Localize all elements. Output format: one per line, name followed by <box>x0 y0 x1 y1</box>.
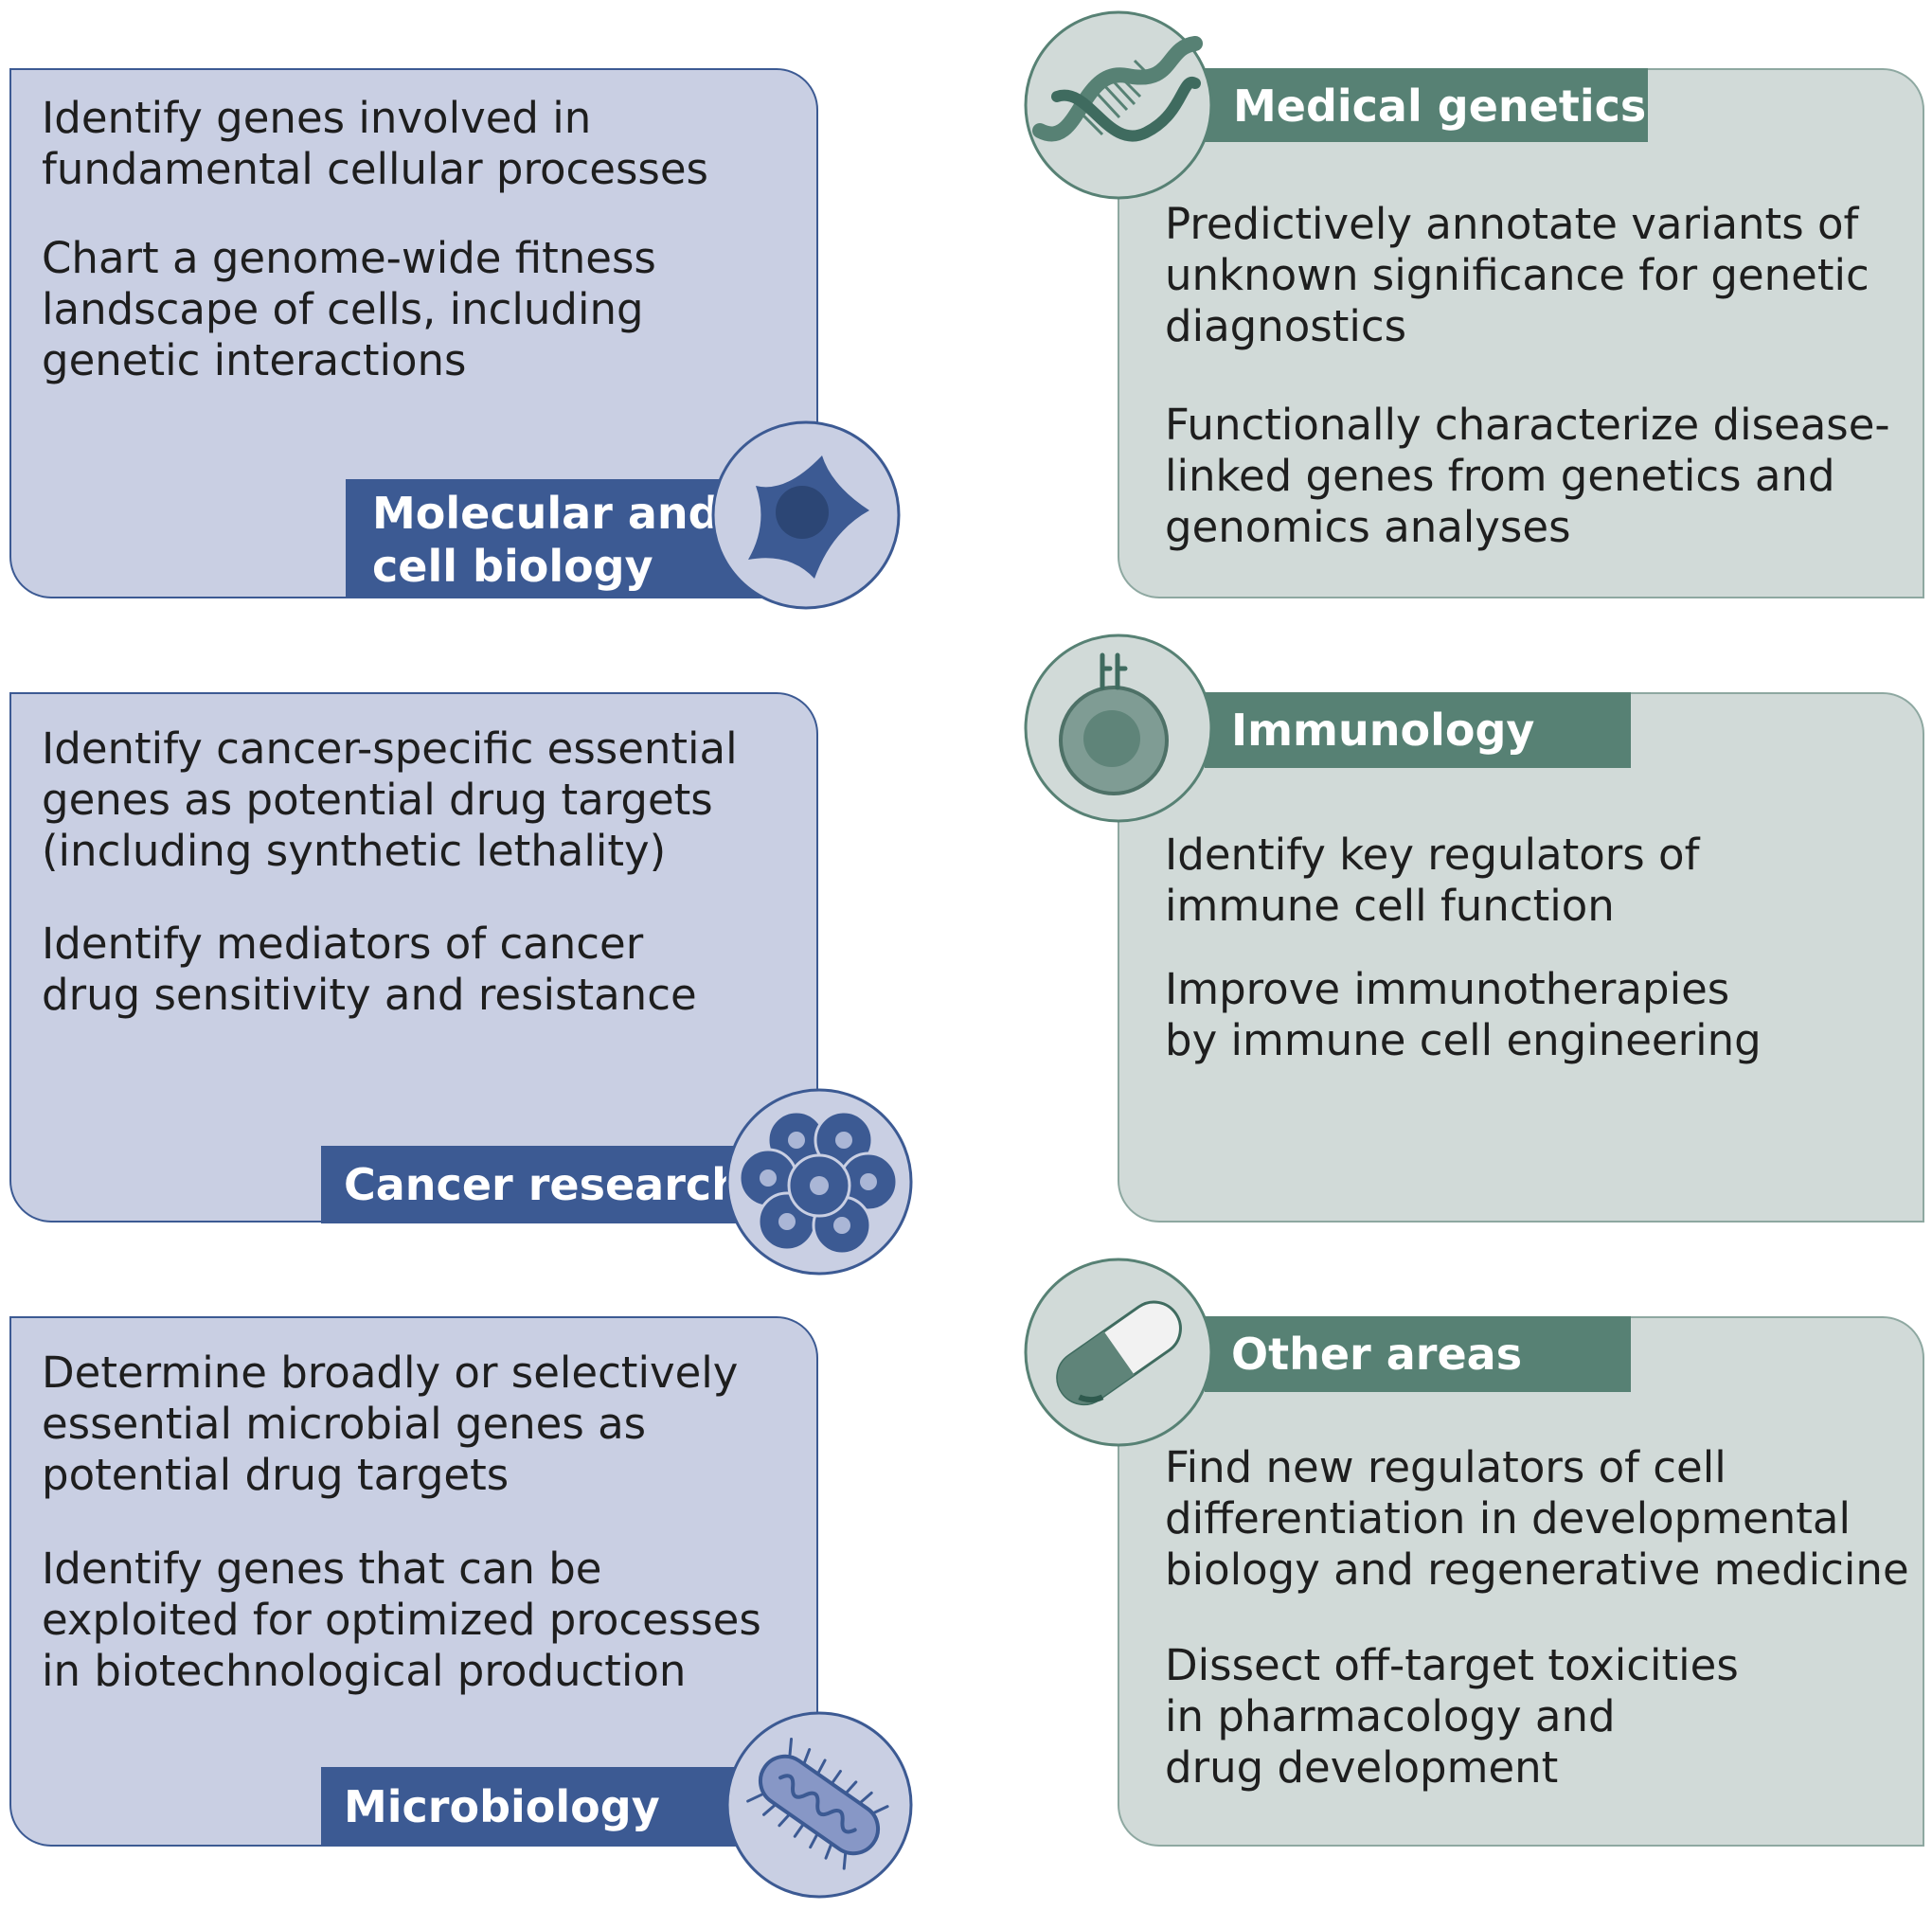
text-line: biology and regenerative medicine <box>1165 1544 1909 1595</box>
text-line: diagnostics <box>1165 301 1407 351</box>
label-line: Microbiology <box>344 1781 660 1832</box>
other-areas-item-2: Dissect off-target toxicities in pharmac… <box>1165 1640 1739 1794</box>
immunology-item-2: Improve immunotherapies by immune cell e… <box>1165 964 1762 1066</box>
cancer-research-label: Cancer research <box>321 1146 766 1223</box>
immunology-card <box>1118 692 1924 1223</box>
immune-cell-icon <box>1024 634 1213 823</box>
text-line: (including synthetic lethality) <box>42 826 667 876</box>
tumor-cells-icon <box>725 1088 913 1276</box>
microbiology-label: Microbiology <box>321 1767 766 1847</box>
text-line: Find new regulators of cell <box>1165 1442 1726 1492</box>
text-line: Chart a genome-wide fitness <box>42 233 656 283</box>
text-line: Determine broadly or selectively <box>42 1348 739 1398</box>
text-line: exploited for optimized processes <box>42 1595 761 1645</box>
microbiology-card <box>9 1316 818 1847</box>
label-line: Molecular and <box>372 488 720 539</box>
text-line: Predictively annotate variants of <box>1165 199 1859 249</box>
microbiology-item-1: Determine broadly or selectively essenti… <box>42 1348 738 1501</box>
text-line: Functionally characterize disease- <box>1165 400 1890 450</box>
text-line: Identify mediators of cancer <box>42 919 644 969</box>
text-line: essential microbial genes as <box>42 1399 647 1449</box>
medical-genetics-label: Medical genetics <box>1205 68 1648 142</box>
text-line: fundamental cellular processes <box>42 144 708 194</box>
molecular-item-2: Chart a genome-wide fitness landscape of… <box>42 233 656 386</box>
other-areas-card <box>1118 1316 1924 1847</box>
pill-icon <box>1024 1258 1213 1447</box>
text-line: Improve immunotherapies <box>1165 964 1730 1014</box>
text-line: drug development <box>1165 1742 1559 1793</box>
text-line: genes as potential drug targets <box>42 775 713 825</box>
text-line: Identify key regulators of <box>1165 830 1700 880</box>
dna-icon <box>1024 10 1213 200</box>
text-line: in pharmacology and <box>1165 1691 1616 1741</box>
bacterium-icon <box>725 1711 913 1899</box>
text-line: potential drug targets <box>42 1450 510 1500</box>
cell-icon <box>711 420 901 610</box>
immunology-item-1: Identify key regulators of immune cell f… <box>1165 830 1699 932</box>
text-line: immune cell function <box>1165 881 1615 931</box>
other-areas-label: Other areas <box>1205 1316 1631 1392</box>
text-line: by immune cell engineering <box>1165 1015 1762 1065</box>
label-line: Medical genetics <box>1233 80 1647 132</box>
immunology-label: Immunology <box>1205 692 1631 768</box>
text-line: in biotechnological production <box>42 1646 687 1696</box>
text-line: genetic interactions <box>42 335 467 385</box>
text-line: Identify genes involved in <box>42 93 592 143</box>
medical-genetics-item-2: Functionally characterize disease- linke… <box>1165 400 1890 553</box>
text-line: unknown significance for genetic <box>1165 250 1869 300</box>
text-line: Identify cancer-specific essential <box>42 723 738 774</box>
text-line: landscape of cells, including <box>42 284 644 334</box>
text-line: Identify genes that can be <box>42 1544 602 1594</box>
molecular-item-1: Identify genes involved in fundamental c… <box>42 93 708 195</box>
text-line: genomics analyses <box>1165 502 1571 552</box>
molecular-cell-biology-label: Molecular and cell biology <box>346 479 762 598</box>
label-line: cell biology <box>372 541 653 592</box>
cancer-item-2: Identify mediators of cancer drug sensit… <box>42 919 697 1021</box>
medical-genetics-card <box>1118 68 1924 598</box>
label-line: Cancer research <box>344 1159 742 1210</box>
text-line: drug sensitivity and resistance <box>42 970 697 1020</box>
microbiology-item-2: Identify genes that can be exploited for… <box>42 1544 761 1697</box>
text-line: Dissect off-target toxicities <box>1165 1640 1739 1690</box>
label-line: Other areas <box>1231 1329 1523 1380</box>
text-line: linked genes from genetics and <box>1165 451 1835 501</box>
label-line: Immunology <box>1231 705 1535 756</box>
medical-genetics-item-1: Predictively annotate variants of unknow… <box>1165 199 1869 352</box>
other-areas-item-1: Find new regulators of cell differentiat… <box>1165 1442 1909 1596</box>
text-line: differentiation in developmental <box>1165 1493 1851 1544</box>
cancer-item-1: Identify cancer-specific essential genes… <box>42 723 738 877</box>
